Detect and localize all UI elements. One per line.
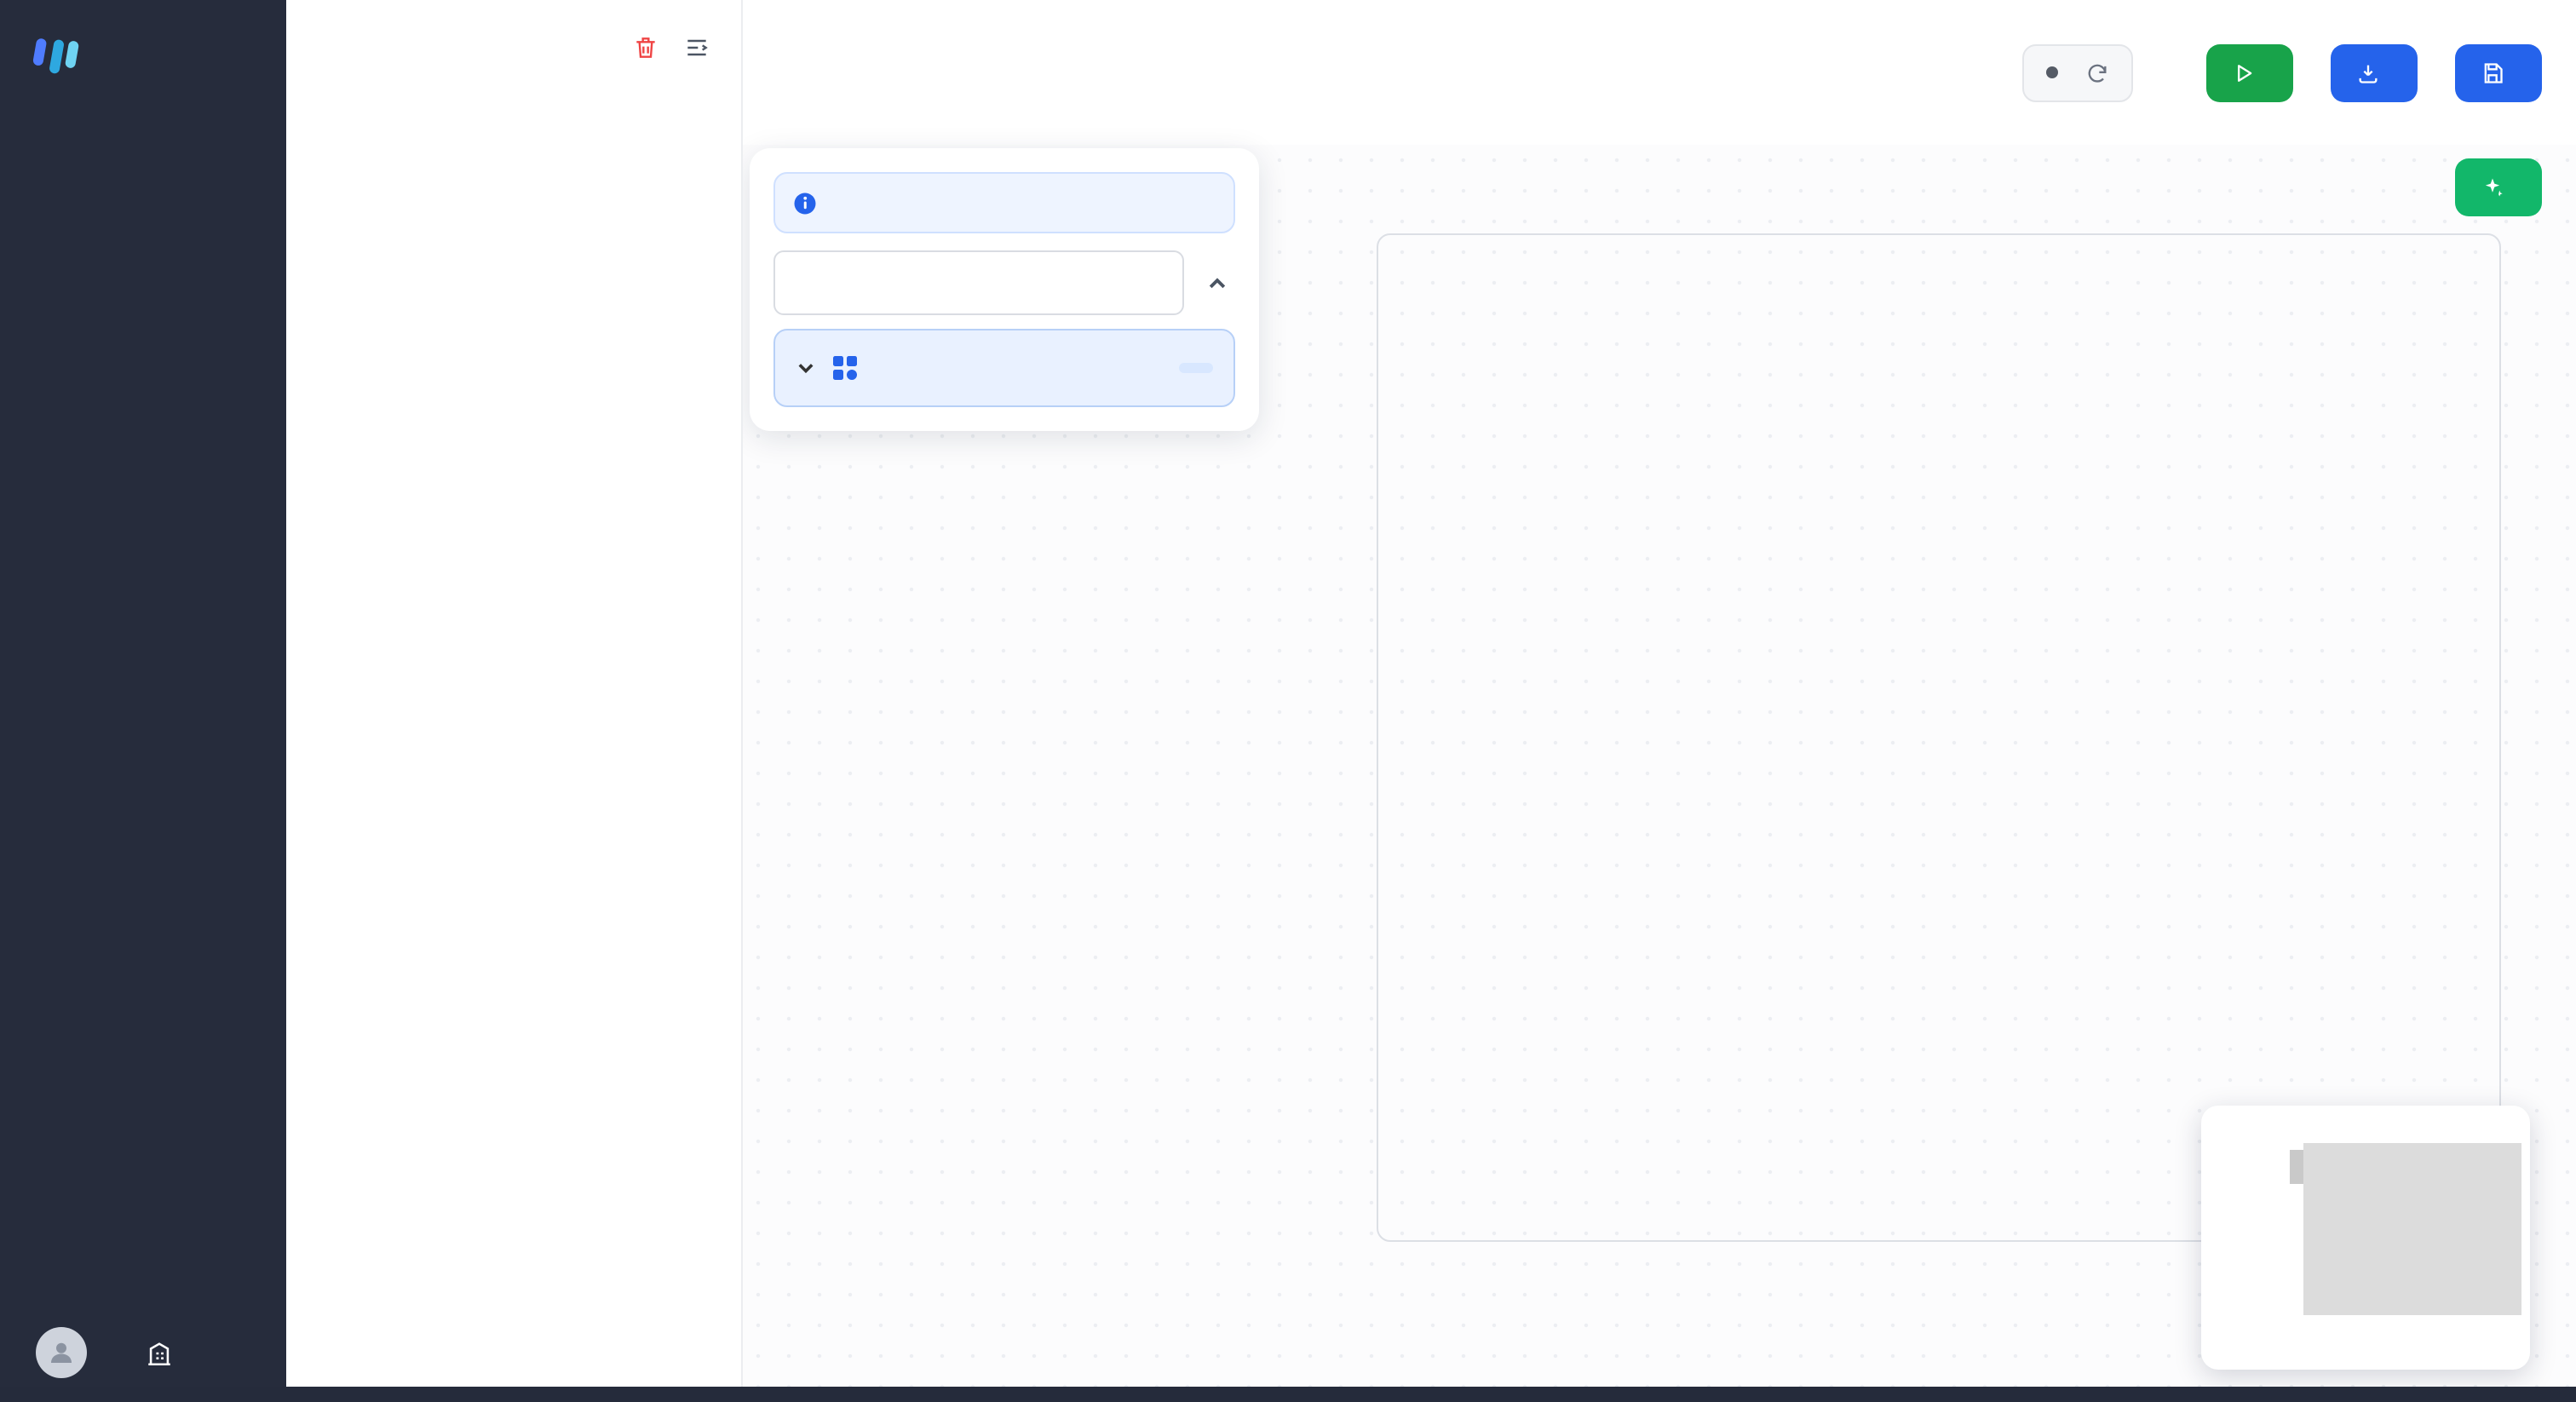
lab-link[interactable] (145, 1338, 186, 1367)
category-instruments[interactable] (773, 329, 1235, 407)
materials-header (286, 0, 741, 95)
template-search-input[interactable] (773, 250, 1184, 315)
delete-icon[interactable] (632, 34, 659, 61)
refresh-icon[interactable] (2085, 60, 2109, 84)
chevron-down-icon (798, 364, 814, 374)
download-icon (2359, 64, 2378, 83)
panel-collapse-icon[interactable] (1198, 264, 1235, 302)
page-header (743, 0, 2576, 145)
sidebar (0, 0, 286, 1402)
brand-logo-icon (27, 24, 89, 94)
avatar[interactable] (36, 1327, 87, 1378)
brand (0, 0, 286, 94)
bottom-strip (0, 1387, 2576, 1402)
minimap-viewport (2303, 1143, 2521, 1315)
canvas[interactable] (743, 145, 2576, 1387)
save-config-button[interactable] (2455, 43, 2542, 101)
beautify-layout-button[interactable] (2455, 158, 2542, 216)
minimap[interactable] (2201, 1106, 2530, 1370)
sidebar-footer (0, 1327, 286, 1378)
play-icon (2238, 64, 2252, 81)
download-config-button[interactable] (2331, 43, 2418, 101)
sim-status-pill[interactable] (2022, 43, 2133, 101)
building-icon (148, 1342, 170, 1365)
template-grid-icon (833, 356, 857, 380)
status-dot-icon (2046, 66, 2058, 78)
collapse-list-icon[interactable] (683, 34, 710, 61)
template-panel (750, 148, 1259, 431)
info-icon (794, 192, 816, 214)
main-area (743, 0, 2576, 1402)
start-sim-button[interactable] (2206, 43, 2293, 101)
save-icon (2484, 62, 2503, 83)
workstation-group-rect (1377, 233, 2501, 1242)
sparkle-icon (2485, 178, 2503, 197)
materials-tree (286, 95, 741, 1390)
category-count-badge (1179, 363, 1213, 373)
materials-panel (286, 0, 743, 1402)
template-hint-banner (773, 172, 1235, 233)
